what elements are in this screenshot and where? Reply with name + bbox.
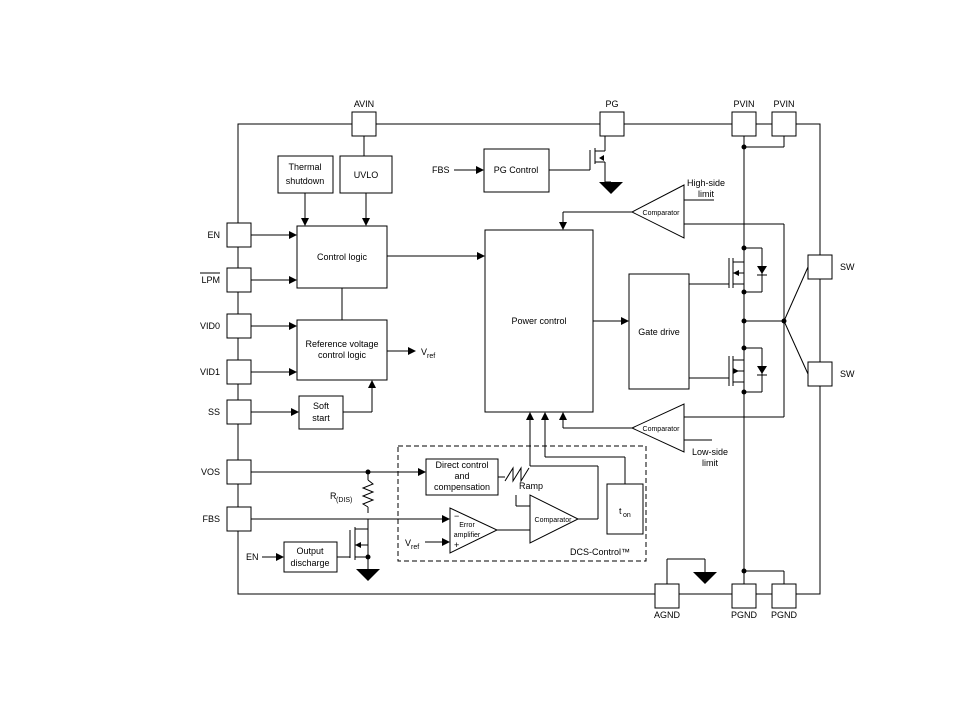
svg-text:Comparator: Comparator	[535, 517, 573, 524]
output-discharge-block: Output discharge	[283, 541, 338, 573]
vref-input-label: V ref	[405, 538, 419, 551]
gate-drive-block: Gate drive	[628, 273, 690, 390]
svg-text:−: −	[454, 511, 459, 521]
dcs-control-label: DCS-Control™	[570, 547, 630, 557]
high-side-limit-label: High-side limit	[687, 178, 725, 199]
low-side-limit-label: Low-side limit	[692, 447, 728, 468]
svg-text:V: V	[421, 347, 427, 357]
svg-text:VOS: VOS	[201, 467, 220, 477]
svg-text:LPM: LPM	[201, 275, 220, 285]
svg-text:shutdown: shutdown	[286, 176, 325, 186]
low-side-comparator: Comparator	[630, 403, 685, 453]
ton-block: t on	[606, 483, 644, 535]
svg-text:limit: limit	[698, 189, 714, 199]
soft-start-block: Soft start	[298, 395, 344, 430]
svg-text:compensation: compensation	[434, 482, 490, 492]
svg-text:PVIN: PVIN	[733, 99, 754, 109]
svg-text:control logic: control logic	[318, 350, 367, 360]
pin-pgnd-2: PGND	[771, 583, 798, 620]
thermal-shutdown-block: Thermal shutdown	[277, 155, 334, 194]
power-control-block: Power control	[484, 229, 594, 413]
control-logic-block: Control logic	[296, 225, 388, 289]
device-outline	[237, 123, 821, 595]
svg-text:+: +	[454, 540, 459, 550]
pin-sw-1: SW	[807, 254, 855, 280]
svg-text:t: t	[619, 506, 622, 516]
svg-text:amplifier: amplifier	[454, 532, 481, 539]
en-discharge-label: EN	[246, 552, 259, 562]
svg-text:AVIN: AVIN	[354, 99, 374, 109]
pin-pgnd-1: PGND	[731, 583, 758, 620]
svg-text:VID1: VID1	[200, 367, 220, 377]
svg-text:PGND: PGND	[771, 610, 798, 620]
pin-vos: VOS	[201, 459, 252, 485]
svg-text:Reference voltage: Reference voltage	[305, 339, 378, 349]
uvlo-block: UVLO	[339, 155, 393, 194]
ramp-label: Ramp	[519, 481, 543, 491]
dcs-comparator: Comparator	[529, 494, 580, 544]
pin-en: EN	[207, 222, 252, 248]
svg-text:PG: PG	[605, 99, 618, 109]
pin-vid0: VID0	[200, 313, 252, 339]
svg-text:Power control: Power control	[511, 316, 566, 326]
svg-text:and: and	[454, 471, 469, 481]
svg-text:Comparator: Comparator	[643, 210, 681, 217]
svg-text:SW: SW	[840, 369, 855, 379]
high-side-comparator: Comparator	[630, 184, 685, 239]
pin-lpm: LPM	[200, 267, 252, 293]
svg-text:AGND: AGND	[654, 610, 681, 620]
svg-text:discharge: discharge	[290, 558, 329, 568]
pin-pvin-2: PVIN	[771, 99, 797, 137]
svg-text:PG Control: PG Control	[494, 165, 539, 175]
svg-text:Soft: Soft	[313, 401, 330, 411]
pin-vid1: VID1	[200, 359, 252, 385]
svg-text:on: on	[623, 512, 631, 519]
svg-text:Direct control: Direct control	[435, 460, 488, 470]
pg-control-block: PG Control	[483, 148, 550, 193]
svg-text:UVLO: UVLO	[354, 170, 379, 180]
pin-sw-2: SW	[807, 361, 855, 387]
svg-text:EN: EN	[207, 230, 220, 240]
svg-text:SW: SW	[840, 262, 855, 272]
pin-fbs: FBS	[202, 506, 252, 532]
svg-text:Comparator: Comparator	[643, 426, 681, 433]
svg-text:VID0: VID0	[200, 321, 220, 331]
svg-text:ref: ref	[427, 353, 435, 360]
pin-avin: AVIN	[351, 99, 377, 137]
svg-text:Low-side: Low-side	[692, 447, 728, 457]
pin-ss: SS	[208, 399, 252, 425]
svg-text:Error: Error	[459, 522, 475, 529]
svg-text:High-side: High-side	[687, 178, 725, 188]
error-amplifier: Error amplifier − +	[449, 507, 499, 554]
fbs-pg-label: FBS	[432, 165, 450, 175]
svg-text:start: start	[312, 413, 330, 423]
svg-text:limit: limit	[702, 458, 718, 468]
svg-text:(DIS): (DIS)	[336, 497, 352, 504]
svg-text:R: R	[330, 491, 337, 501]
svg-text:Thermal: Thermal	[288, 162, 321, 172]
svg-text:Output: Output	[296, 546, 324, 556]
svg-text:FBS: FBS	[202, 514, 220, 524]
svg-text:ref: ref	[411, 544, 419, 551]
svg-text:Gate drive: Gate drive	[638, 327, 680, 337]
reference-voltage-block: Reference voltage control logic	[296, 319, 388, 381]
direct-control-block: Direct control and compensation	[425, 458, 499, 496]
svg-text:SS: SS	[208, 407, 220, 417]
svg-text:V: V	[405, 538, 411, 548]
svg-text:Control logic: Control logic	[317, 252, 368, 262]
svg-text:PGND: PGND	[731, 610, 758, 620]
wiring	[251, 135, 809, 584]
svg-text:PVIN: PVIN	[773, 99, 794, 109]
pin-pg: PG	[599, 99, 625, 137]
pin-pvin-1: PVIN	[731, 99, 757, 137]
vref-output-label: V ref	[421, 347, 435, 360]
pin-agnd: AGND	[654, 583, 681, 620]
dcs-control-region	[397, 445, 647, 562]
rdis-label: R (DIS)	[330, 491, 352, 504]
